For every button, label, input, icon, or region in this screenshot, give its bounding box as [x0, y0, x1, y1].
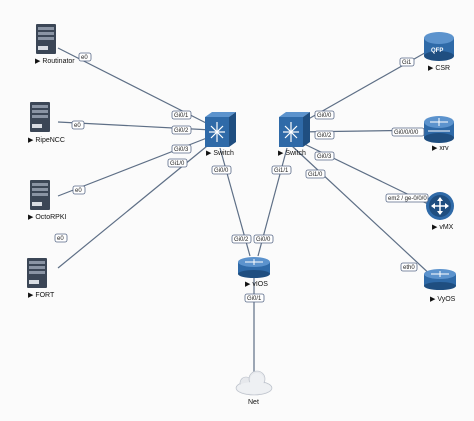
node-label: ▶ Switch [278, 150, 306, 157]
router-icon [426, 192, 454, 220]
server-icon [36, 24, 56, 54]
node-csr[interactable]: QFP ▶ CSR [424, 32, 454, 72]
server-icon [27, 258, 47, 288]
svg-text:Gi1/1: Gi1/1 [274, 168, 289, 174]
port-label: Gi1/0 [167, 158, 188, 168]
node-label: ▶ vMX [432, 224, 454, 231]
port-label: Gi0/0/0/0 [391, 127, 425, 137]
svg-text:Gi0/2: Gi0/2 [317, 133, 332, 139]
node-octorpki[interactable]: ▶ OctoRPKI [28, 180, 67, 221]
node-label: ▶ VyOS [430, 296, 456, 303]
port-label: Gi0/1 [244, 293, 265, 303]
port-label: e0 [78, 52, 92, 62]
port-label: Gi0/1 [171, 110, 192, 120]
port-label: Gi0/0 [253, 234, 274, 244]
port-label: Gi0/2 [314, 130, 335, 140]
switch-icon [205, 112, 236, 147]
node-net[interactable]: Net [235, 370, 273, 406]
port-label: Gi0/0 [314, 110, 335, 120]
node-label: ▶ FORT [28, 292, 55, 299]
router-icon [424, 116, 454, 143]
node-routinator[interactable]: ▶ Routinator [35, 24, 75, 65]
port-label: Gi0/0 [211, 165, 232, 175]
server-icon [30, 102, 50, 132]
link-fort-switch[interactable] [57, 141, 213, 269]
svg-text:Gi1/0: Gi1/0 [170, 161, 185, 167]
node-fort[interactable]: ▶ FORT [27, 258, 55, 299]
svg-text:Gi0/3: Gi0/3 [174, 147, 189, 153]
router-icon [424, 269, 456, 290]
node-xrv[interactable]: ▶ xrv [424, 116, 454, 152]
node-vyos[interactable]: ▶ VyOS [424, 269, 456, 303]
node-label: ▶ Switch [206, 150, 234, 157]
svg-text:e0: e0 [74, 123, 81, 129]
port-label: Gi1/1 [271, 165, 292, 175]
svg-text:Gi1: Gi1 [402, 60, 412, 66]
switch-icon [279, 112, 310, 147]
svg-text:eth0: eth0 [403, 265, 415, 271]
port-label: em2 / ge-0/0/0 [385, 193, 429, 203]
node-label: ▶ xrv [432, 145, 449, 152]
node-vios[interactable]: ▶ vIOS [238, 257, 270, 288]
router-icon [238, 257, 270, 278]
svg-text:Gi0/0: Gi0/0 [256, 237, 271, 243]
svg-text:e0: e0 [81, 55, 88, 61]
router-icon: QFP [424, 32, 454, 61]
node-switch-right[interactable]: ▶ Switch [278, 112, 310, 157]
port-label: Gi1/0 [305, 169, 326, 179]
links [57, 47, 435, 378]
svg-text:em2 / ge-0/0/0: em2 / ge-0/0/0 [388, 196, 427, 202]
port-label: eth0 [400, 262, 418, 272]
node-label: ▶ vIOS [245, 281, 268, 288]
svg-text:Gi0/0: Gi0/0 [317, 113, 332, 119]
port-label: Gi0/3 [314, 151, 335, 161]
port-label: e0 [72, 185, 86, 195]
port-labels: e0 e0 e0 e0 Gi0/1 Gi0/2 Gi0/3 Gi1/0 [54, 52, 429, 303]
svg-text:e0: e0 [57, 236, 64, 242]
node-label: ▶ RipeNCC [28, 137, 65, 144]
svg-text:Gi0/0/0/0: Gi0/0/0/0 [394, 130, 419, 136]
node-switch-left[interactable]: ▶ Switch [205, 112, 236, 157]
port-label: e0 [71, 120, 85, 130]
svg-text:e0: e0 [75, 188, 82, 194]
svg-text:Gi0/1: Gi0/1 [247, 296, 262, 302]
svg-text:Gi0/1: Gi0/1 [174, 113, 189, 119]
port-label: Gi0/2 [171, 125, 192, 135]
qfp-badge: QFP [431, 48, 443, 54]
port-label: Gi0/2 [231, 234, 252, 244]
node-ripencc[interactable]: ▶ RipeNCC [28, 102, 65, 144]
link-switchright-vyos[interactable] [291, 145, 435, 279]
port-label: e0 [54, 233, 68, 243]
port-label: Gi0/3 [171, 144, 192, 154]
cloud-icon [235, 370, 273, 396]
svg-text:Gi0/2: Gi0/2 [234, 237, 249, 243]
svg-text:Gi0/0: Gi0/0 [214, 168, 229, 174]
node-label: ▶ CSR [428, 65, 450, 72]
server-icon [30, 180, 50, 210]
svg-text:Gi0/2: Gi0/2 [174, 128, 189, 134]
node-label: ▶ Routinator [35, 58, 75, 65]
svg-text:Gi0/3: Gi0/3 [317, 154, 332, 160]
node-label: Net [248, 399, 259, 406]
node-label: ▶ OctoRPKI [28, 214, 67, 221]
svg-text:Gi1/0: Gi1/0 [308, 172, 323, 178]
port-label: Gi1 [399, 57, 415, 67]
node-vmx[interactable]: ▶ vMX [426, 192, 454, 231]
